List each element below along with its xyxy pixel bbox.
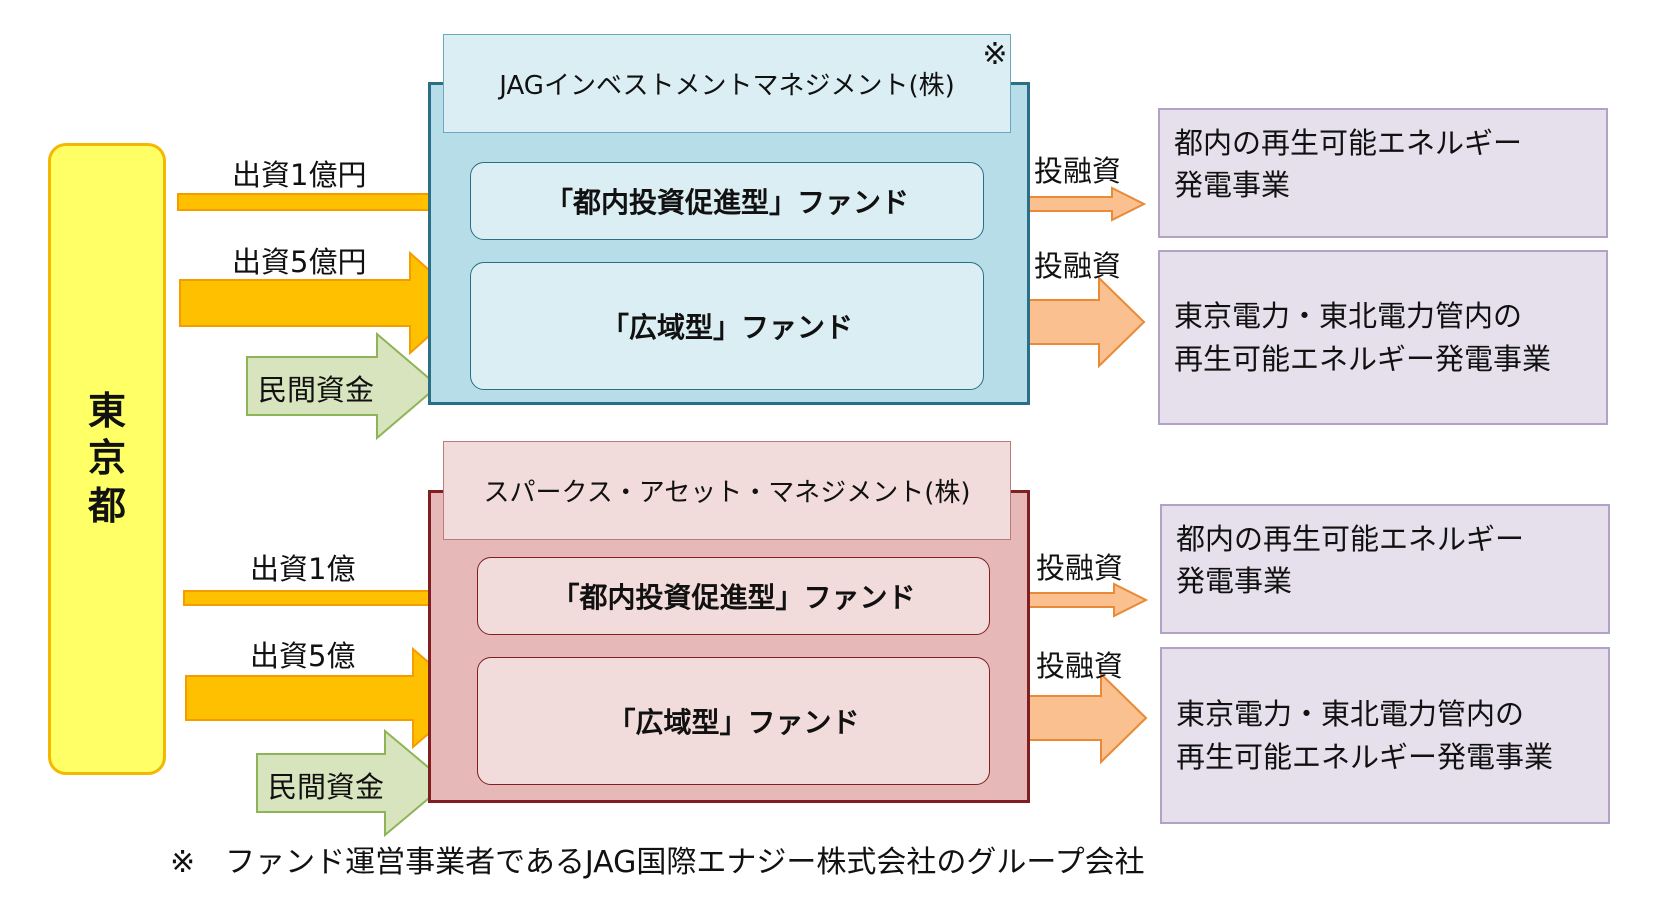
jag-invest-label-2: 出資5億円 [232,245,367,279]
footnote: ※ ファンド運営事業者であるJAG国際エナジー株式会社のグループ会社 [170,845,1145,880]
jag-private-funds-label: 民間資金 [258,373,375,407]
sparx-loan-label-1: 投融資 [1036,551,1124,585]
tokyo-char-2: 京 [87,436,126,481]
target-business-box: 都内の再生可能エネルギー 発電事業 [1158,108,1608,238]
sparx-fund-wide-area-label: 「広域型」ファンド [607,706,860,739]
jag-company-header: JAGインベストメントマネジメント(株) [443,34,1011,133]
private-arrow-jag [246,331,440,441]
sparx-fund-invest-promotion-label: 「都内投資促進型」ファンド [551,581,916,614]
sparx-private-funds-label: 民間資金 [268,770,385,804]
target-line: 再生可能エネルギー発電事業 [1174,341,1552,376]
tokyo-metropolitan-box: 東 京 都 [48,143,166,775]
jag-fund-wide-area-label: 「広域型」ファンド [600,311,853,344]
target-line: 都内の再生可能エネルギー [1174,126,1523,160]
jag-footnote-mark: ※ [982,36,1008,72]
jag-fund-invest-promotion: 「都内投資促進型」ファンド [470,162,984,240]
jag-company-name: JAGインベストメントマネジメント(株) [499,71,955,101]
target-line: 東京電力・東北電力管内の [1176,697,1525,732]
sparx-company-header: スパークス・アセット・マネジメント(株) [443,441,1011,540]
sparx-fund-invest-promotion: 「都内投資促進型」ファンド [477,557,990,635]
tokyo-char-3: 都 [87,483,126,528]
jag-loan-label-1: 投融資 [1034,154,1122,188]
private-arrow-sparx [256,728,449,838]
sparx-loan-label-2: 投融資 [1036,649,1124,683]
jag-loan-label-2: 投融資 [1034,249,1122,283]
target-line: 発電事業 [1176,564,1293,599]
sparx-invest-label-2: 出資5億 [250,639,356,673]
target-line: 都内の再生可能エネルギー [1176,522,1525,556]
target-line: 再生可能エネルギー発電事業 [1176,739,1554,774]
sparx-invest-label-1: 出資1億 [250,552,356,586]
target-line: 発電事業 [1174,168,1291,203]
jag-fund-invest-promotion-label: 「都内投資促進型」ファンド [544,186,909,219]
target-business-box: 東京電力・東北電力管内の 再生可能エネルギー発電事業 [1160,647,1610,824]
jag-invest-label-1: 出資1億円 [232,158,367,192]
sparx-company-name: スパークス・アセット・マネジメント(株) [483,478,971,508]
jag-fund-wide-area: 「広域型」ファンド [470,262,984,390]
sparx-fund-wide-area: 「広域型」ファンド [477,657,990,785]
tokyo-char-1: 東 [87,388,126,433]
target-business-box: 都内の再生可能エネルギー 発電事業 [1160,504,1610,634]
tokyo-label: 東 京 都 [88,388,126,531]
target-line: 東京電力・東北電力管内の [1174,299,1523,334]
target-business-box: 東京電力・東北電力管内の 再生可能エネルギー発電事業 [1158,250,1608,425]
